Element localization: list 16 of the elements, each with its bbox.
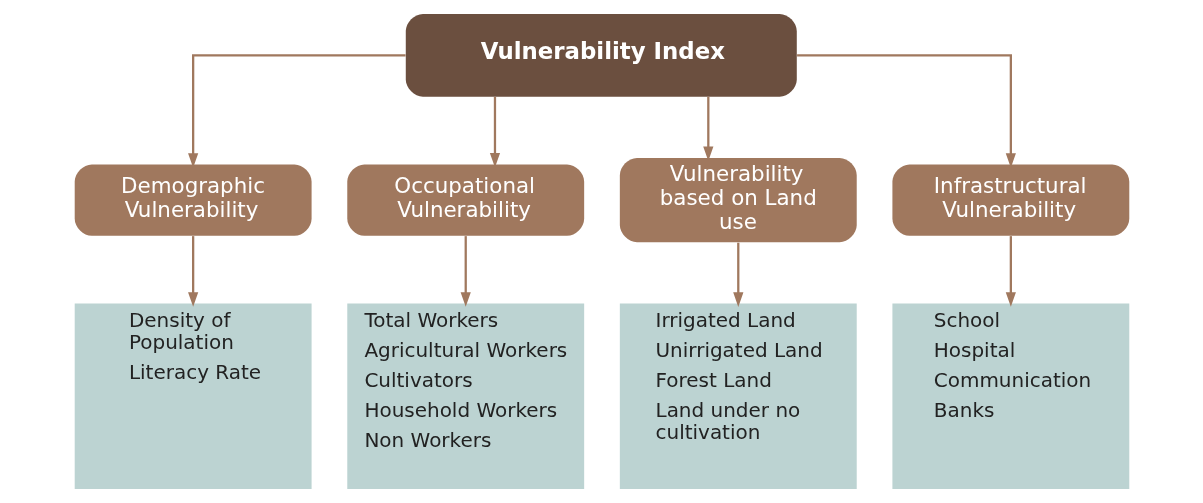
arrow: [1005, 236, 1016, 307]
arrow: [187, 236, 198, 307]
node-box: Vulnerability based on Land use: [619, 158, 857, 243]
arrow: [732, 242, 743, 307]
arrow: [187, 54, 406, 168]
node-box: Occupational Vulnerability: [346, 164, 584, 236]
node-box: Demographic Vulnerability: [74, 164, 312, 236]
arrow: [460, 236, 471, 307]
node-box: School Hospital Communication Banks: [891, 303, 1129, 490]
node-box: Irrigated Land Unirrigated Land Forest Land Land under no cultivation: [619, 303, 857, 490]
node-box: Infrastructural Vulnerability: [891, 164, 1129, 236]
node-box: Density of Population Literacy Rate: [74, 303, 312, 490]
node-box: Vulnerability Index: [405, 13, 797, 97]
node-box: Total Workers Agricultural Workers Cultivators Household Workers Non Workers: [346, 303, 584, 490]
arrow: [796, 54, 1016, 168]
arrow: [489, 96, 500, 168]
